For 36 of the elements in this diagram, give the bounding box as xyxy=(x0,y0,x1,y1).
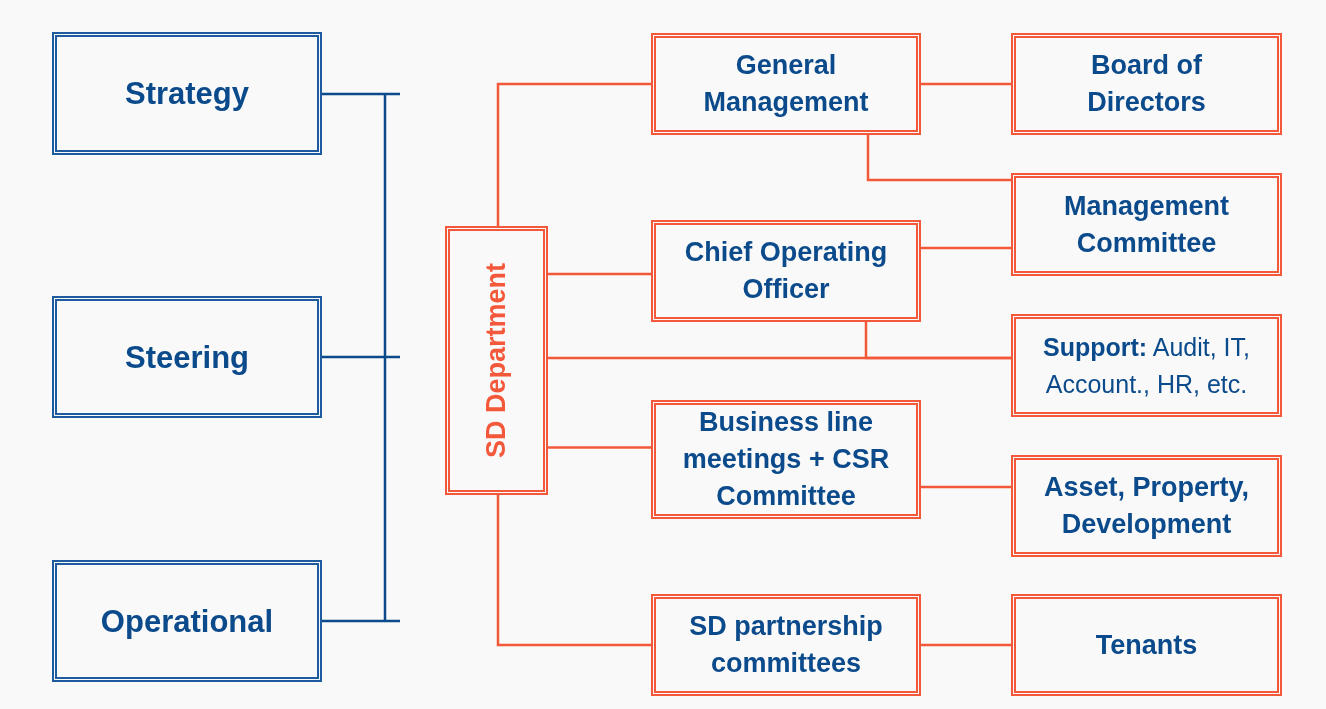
process-box xyxy=(651,33,921,135)
process-box xyxy=(1011,455,1282,557)
process-box xyxy=(52,296,322,418)
process-box xyxy=(651,220,921,322)
node-label: General Management xyxy=(702,49,870,119)
node-label: Strategy xyxy=(123,75,250,112)
process-box xyxy=(651,594,921,696)
connector-line xyxy=(921,246,1011,250)
node-label: Business line meetings + CSR Committee xyxy=(681,406,891,513)
node-label: Board of Directors xyxy=(1086,49,1207,119)
connector-line xyxy=(496,495,651,647)
process-box xyxy=(1011,314,1282,417)
process-box xyxy=(1011,594,1282,696)
connector-line xyxy=(864,322,1011,360)
connector-line xyxy=(921,643,1011,647)
connector-line xyxy=(548,272,651,276)
node-label: Chief Operating Officer xyxy=(683,236,889,306)
connector-line xyxy=(921,82,1011,86)
node-label: SD partnership committees xyxy=(688,610,884,680)
node-label: Support: Audit, IT, Account., HR, etc. xyxy=(1042,331,1251,400)
node-label: Asset, Property, Development xyxy=(1042,471,1251,541)
node-label: Steering xyxy=(124,338,250,376)
connector-line xyxy=(866,135,1011,182)
node-label: Management Committee xyxy=(1062,189,1230,260)
connector-line xyxy=(496,82,651,226)
node-label: Operational xyxy=(99,602,275,640)
process-box xyxy=(651,400,921,519)
node-label: Tenants xyxy=(1094,628,1199,662)
node-label: SD Department xyxy=(480,262,513,458)
process-box xyxy=(52,560,322,682)
connector-line xyxy=(548,446,651,449)
department-box xyxy=(445,226,548,495)
process-box xyxy=(1011,33,1282,135)
process-box xyxy=(1011,173,1282,276)
process-box xyxy=(52,32,322,155)
connector-line xyxy=(921,485,1011,489)
